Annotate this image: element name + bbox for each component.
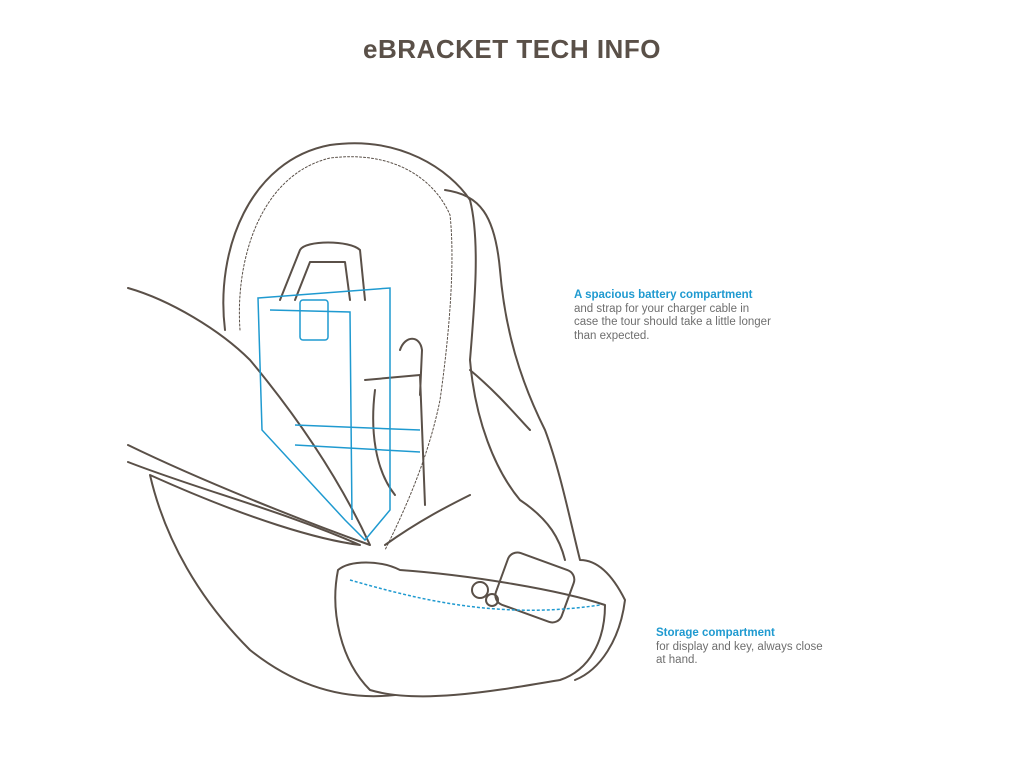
front-flap xyxy=(127,287,371,546)
pocket-edge xyxy=(349,579,601,611)
storage-pocket xyxy=(334,561,606,698)
callout-heading: Storage compartment xyxy=(656,627,775,639)
callout-battery-compartment: A spacious battery compartment and strap… xyxy=(574,289,774,343)
page-title: eBRACKET TECH INFO xyxy=(363,34,661,64)
display-device xyxy=(494,551,576,624)
battery xyxy=(279,241,366,301)
shoulder-strap xyxy=(444,189,626,681)
battery-compartment xyxy=(257,287,391,542)
callout-text: for display and key, always close at han… xyxy=(656,640,823,667)
charger-cable xyxy=(364,337,426,506)
callout-storage-compartment: Storage compartment for display and key,… xyxy=(656,627,826,668)
callout-heading: A spacious battery compartment xyxy=(574,289,753,301)
callout-text: and strap for your charger cable in case… xyxy=(574,302,771,342)
backpack-shell xyxy=(222,142,566,561)
